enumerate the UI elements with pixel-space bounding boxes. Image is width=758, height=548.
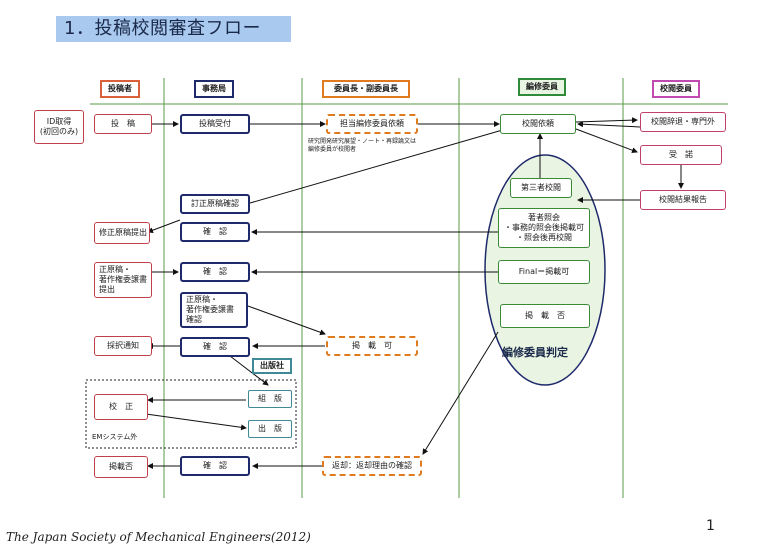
accept-notice-box: 採択通知 (94, 336, 152, 356)
third-review-box: 第三者校閲 (510, 178, 572, 198)
header-chair: 委員長・副委員長 (322, 80, 410, 98)
header-reviewer: 校閲委員 (652, 80, 700, 98)
submit-box: 投 稿 (94, 114, 152, 134)
decline-box: 校閲辞退・専門外 (640, 112, 726, 132)
footer-credit: The Japan Society of Mechanical Engineer… (6, 530, 311, 544)
title-bar (56, 16, 291, 42)
reviewer-note: 研究開発研究展望・ノート・再録論文は 編修委員が校閲者 (308, 138, 417, 153)
rejected-box: 掲載否 (94, 456, 148, 478)
report-box: 校閲結果報告 (640, 190, 726, 210)
reviewer-accept-box: 受 諾 (640, 145, 722, 165)
receive-box: 投稿受付 (180, 114, 250, 134)
typeset-box: 組 版 (248, 390, 292, 408)
reject-box: 掲 載 否 (500, 304, 590, 328)
confirm-box-3: 確 認 (180, 337, 250, 357)
em-system-label: EMシステム外 (92, 433, 138, 441)
author-inquiry-box: 著者照会 ・事務的照会後掲載可 ・照会後再校閲 (498, 208, 590, 248)
final-accept-box: Final＝掲載可 (498, 260, 590, 284)
header-publisher: 出版社 (252, 358, 292, 374)
header-editor: 編修委員 (518, 78, 566, 96)
page-number: 1 (706, 518, 715, 534)
review-request-box: 校閲依頼 (500, 114, 576, 134)
em-system-box (85, 379, 297, 449)
publish-box: 出 版 (248, 420, 292, 438)
return-notice-box: 返却：返却理由の確認 (322, 456, 422, 476)
judgment-label: 編修委員判定 (502, 346, 568, 359)
id-registration-note: ID取得 (初回のみ) (34, 110, 84, 144)
check-revision-box: 訂正原稿確認 (180, 194, 250, 214)
proofread-box: 校 正 (94, 394, 148, 420)
confirm-box-2: 確 認 (180, 262, 250, 282)
final-check-box: 正原稿・ 著作権委譲書 確認 (180, 292, 248, 328)
page-title: 1．投稿校閲審査フロー (64, 18, 261, 39)
confirm-box-4: 確 認 (180, 456, 250, 476)
final-manuscript-box: 正原稿・ 著作権委譲書 提出 (94, 262, 152, 298)
confirm-box-1: 確 認 (180, 222, 250, 242)
accept-box: 掲 載 可 (326, 336, 418, 356)
request-editor-box: 担当編修委員依頼 (326, 114, 418, 134)
header-secretariat: 事務局 (194, 80, 234, 98)
header-author: 投稿者 (100, 80, 140, 98)
revised-submit-box: 修正原稿提出 (94, 222, 150, 244)
